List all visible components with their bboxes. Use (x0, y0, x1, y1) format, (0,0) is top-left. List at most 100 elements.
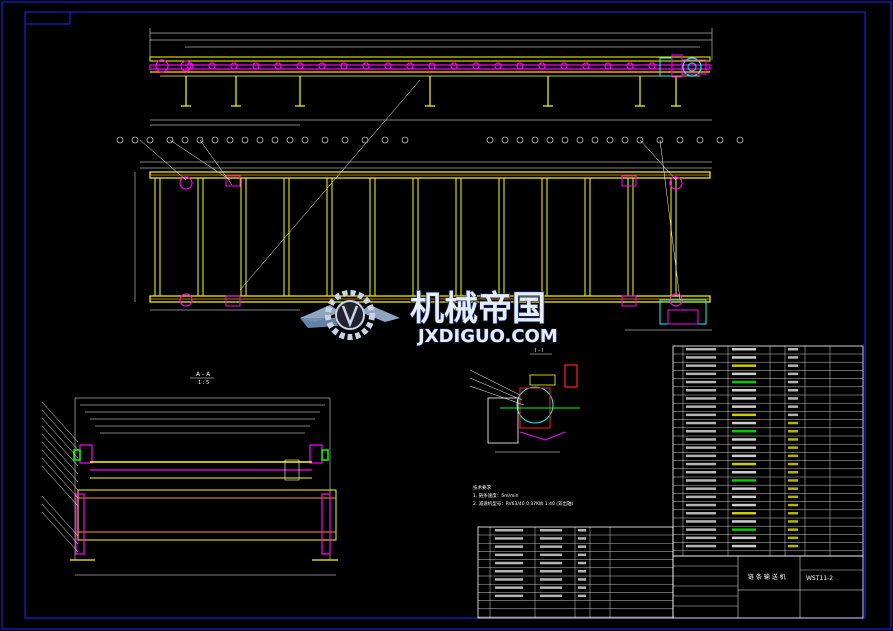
part-balloon (636, 136, 644, 144)
parts-list-2 (477, 526, 674, 619)
chain-roller (604, 62, 612, 70)
parts-cell-mark (495, 529, 523, 532)
cross-bar (369, 177, 376, 297)
parts-cell-mark (686, 430, 716, 433)
part-balloon (341, 136, 349, 144)
part-balloon (576, 136, 584, 144)
part-balloon (501, 136, 509, 144)
parts-cell-mark (686, 380, 716, 384)
parts-cell-mark (578, 594, 586, 598)
parts-cell-mark (578, 545, 586, 548)
parts-cell-mark (788, 471, 798, 474)
parts-cell-mark (788, 380, 798, 384)
parts-cell-mark (686, 512, 716, 515)
parts-cell-mark (686, 389, 716, 392)
part-balloon (241, 136, 249, 144)
parts-cell-mark (540, 594, 562, 598)
chain-roller (516, 62, 524, 70)
parts-cell-mark (578, 553, 586, 557)
parts-cell-mark (686, 495, 716, 499)
parts-cell-mark (732, 356, 756, 359)
parts-cell-mark (788, 520, 798, 523)
parts-cell-mark (686, 348, 716, 351)
watermark-en: JXDIGUO.COM (416, 326, 558, 347)
parts-cell-mark (540, 586, 562, 589)
title-block: 链 条 输 送 机 WST11-2 (672, 555, 864, 619)
cross-bar (541, 177, 548, 297)
leader-line (41, 465, 79, 507)
chain-roller (362, 62, 370, 70)
chain-roller (648, 62, 656, 70)
part-balloon (321, 136, 329, 144)
leader-line (41, 495, 79, 537)
parts-cell-mark (788, 462, 798, 466)
parts-cell-mark (732, 397, 756, 400)
parts-cell-mark (788, 503, 798, 507)
chain-roller (450, 62, 458, 70)
cross-bar (412, 177, 419, 297)
parts-cell-mark (788, 413, 798, 417)
chain-roller (384, 62, 392, 70)
parts-cell-mark (732, 495, 756, 499)
parts-cell-mark (732, 512, 756, 515)
parts-cell-mark (732, 454, 756, 458)
detail-label: I - I (535, 348, 543, 354)
note-1: 1. 链条速度：5m/min (473, 492, 519, 499)
parts-cell-mark (732, 544, 756, 548)
part-balloon (196, 136, 204, 144)
chain-roller (230, 62, 238, 70)
parts-cell-mark (788, 421, 798, 425)
parts-cell-mark (788, 397, 798, 400)
parts-cell-mark (578, 578, 586, 581)
part-balloon (361, 136, 369, 144)
cross-bar (240, 177, 247, 297)
parts-cell-mark (788, 528, 798, 531)
chain-roller (472, 62, 480, 70)
part-balloon (271, 136, 279, 144)
parts-cell-mark (495, 578, 523, 581)
parts-cell-mark (686, 413, 716, 417)
chain-roller (318, 62, 326, 70)
leader-line (41, 457, 79, 499)
parts-cell-mark (788, 430, 798, 433)
part-balloon (301, 136, 309, 144)
parts-cell-mark (540, 553, 562, 557)
chain-roller (252, 62, 260, 70)
parts-cell-mark (686, 479, 716, 482)
parts-cell-mark (732, 413, 756, 417)
parts-cell-mark (788, 356, 798, 359)
leader-line (41, 449, 79, 491)
leader-line (41, 503, 79, 545)
leader-line (41, 441, 79, 483)
cross-bar (197, 177, 204, 297)
parts-cell-mark (578, 529, 586, 532)
drawing-title: 链 条 输 送 机 (748, 573, 786, 581)
section-label: A - A (196, 371, 211, 378)
parts-cell-mark (788, 405, 798, 408)
parts-cell-mark (788, 364, 798, 367)
parts-cell-mark (788, 348, 798, 351)
part-balloon (516, 136, 524, 144)
technical-notes: 技术要求 1. 链条速度：5m/min 2. 减速机型号：RV63/40 0.3… (473, 484, 574, 507)
parts-cell-mark (686, 503, 716, 507)
parts-cell-mark (732, 536, 756, 540)
parts-cell-mark (788, 512, 798, 515)
part-balloon (696, 136, 704, 144)
part-balloon (606, 136, 614, 144)
chain-roller (340, 62, 348, 70)
parts-cell-mark (540, 537, 562, 540)
part-balloon (486, 136, 494, 144)
parts-cell-mark (686, 454, 716, 458)
parts-cell-mark (686, 446, 716, 449)
part-balloon (146, 136, 154, 144)
part-balloon (226, 136, 234, 144)
drawing-number: WST11-2 (806, 575, 833, 582)
part-balloon (716, 136, 724, 144)
part-balloon (561, 136, 569, 144)
leader-line (41, 425, 79, 467)
parts-cell-mark (732, 405, 756, 408)
parts-cell-mark (495, 570, 523, 573)
part-balloon (286, 136, 294, 144)
watermark-cn: 机械帝国 (410, 289, 546, 329)
part-balloon (676, 136, 684, 144)
